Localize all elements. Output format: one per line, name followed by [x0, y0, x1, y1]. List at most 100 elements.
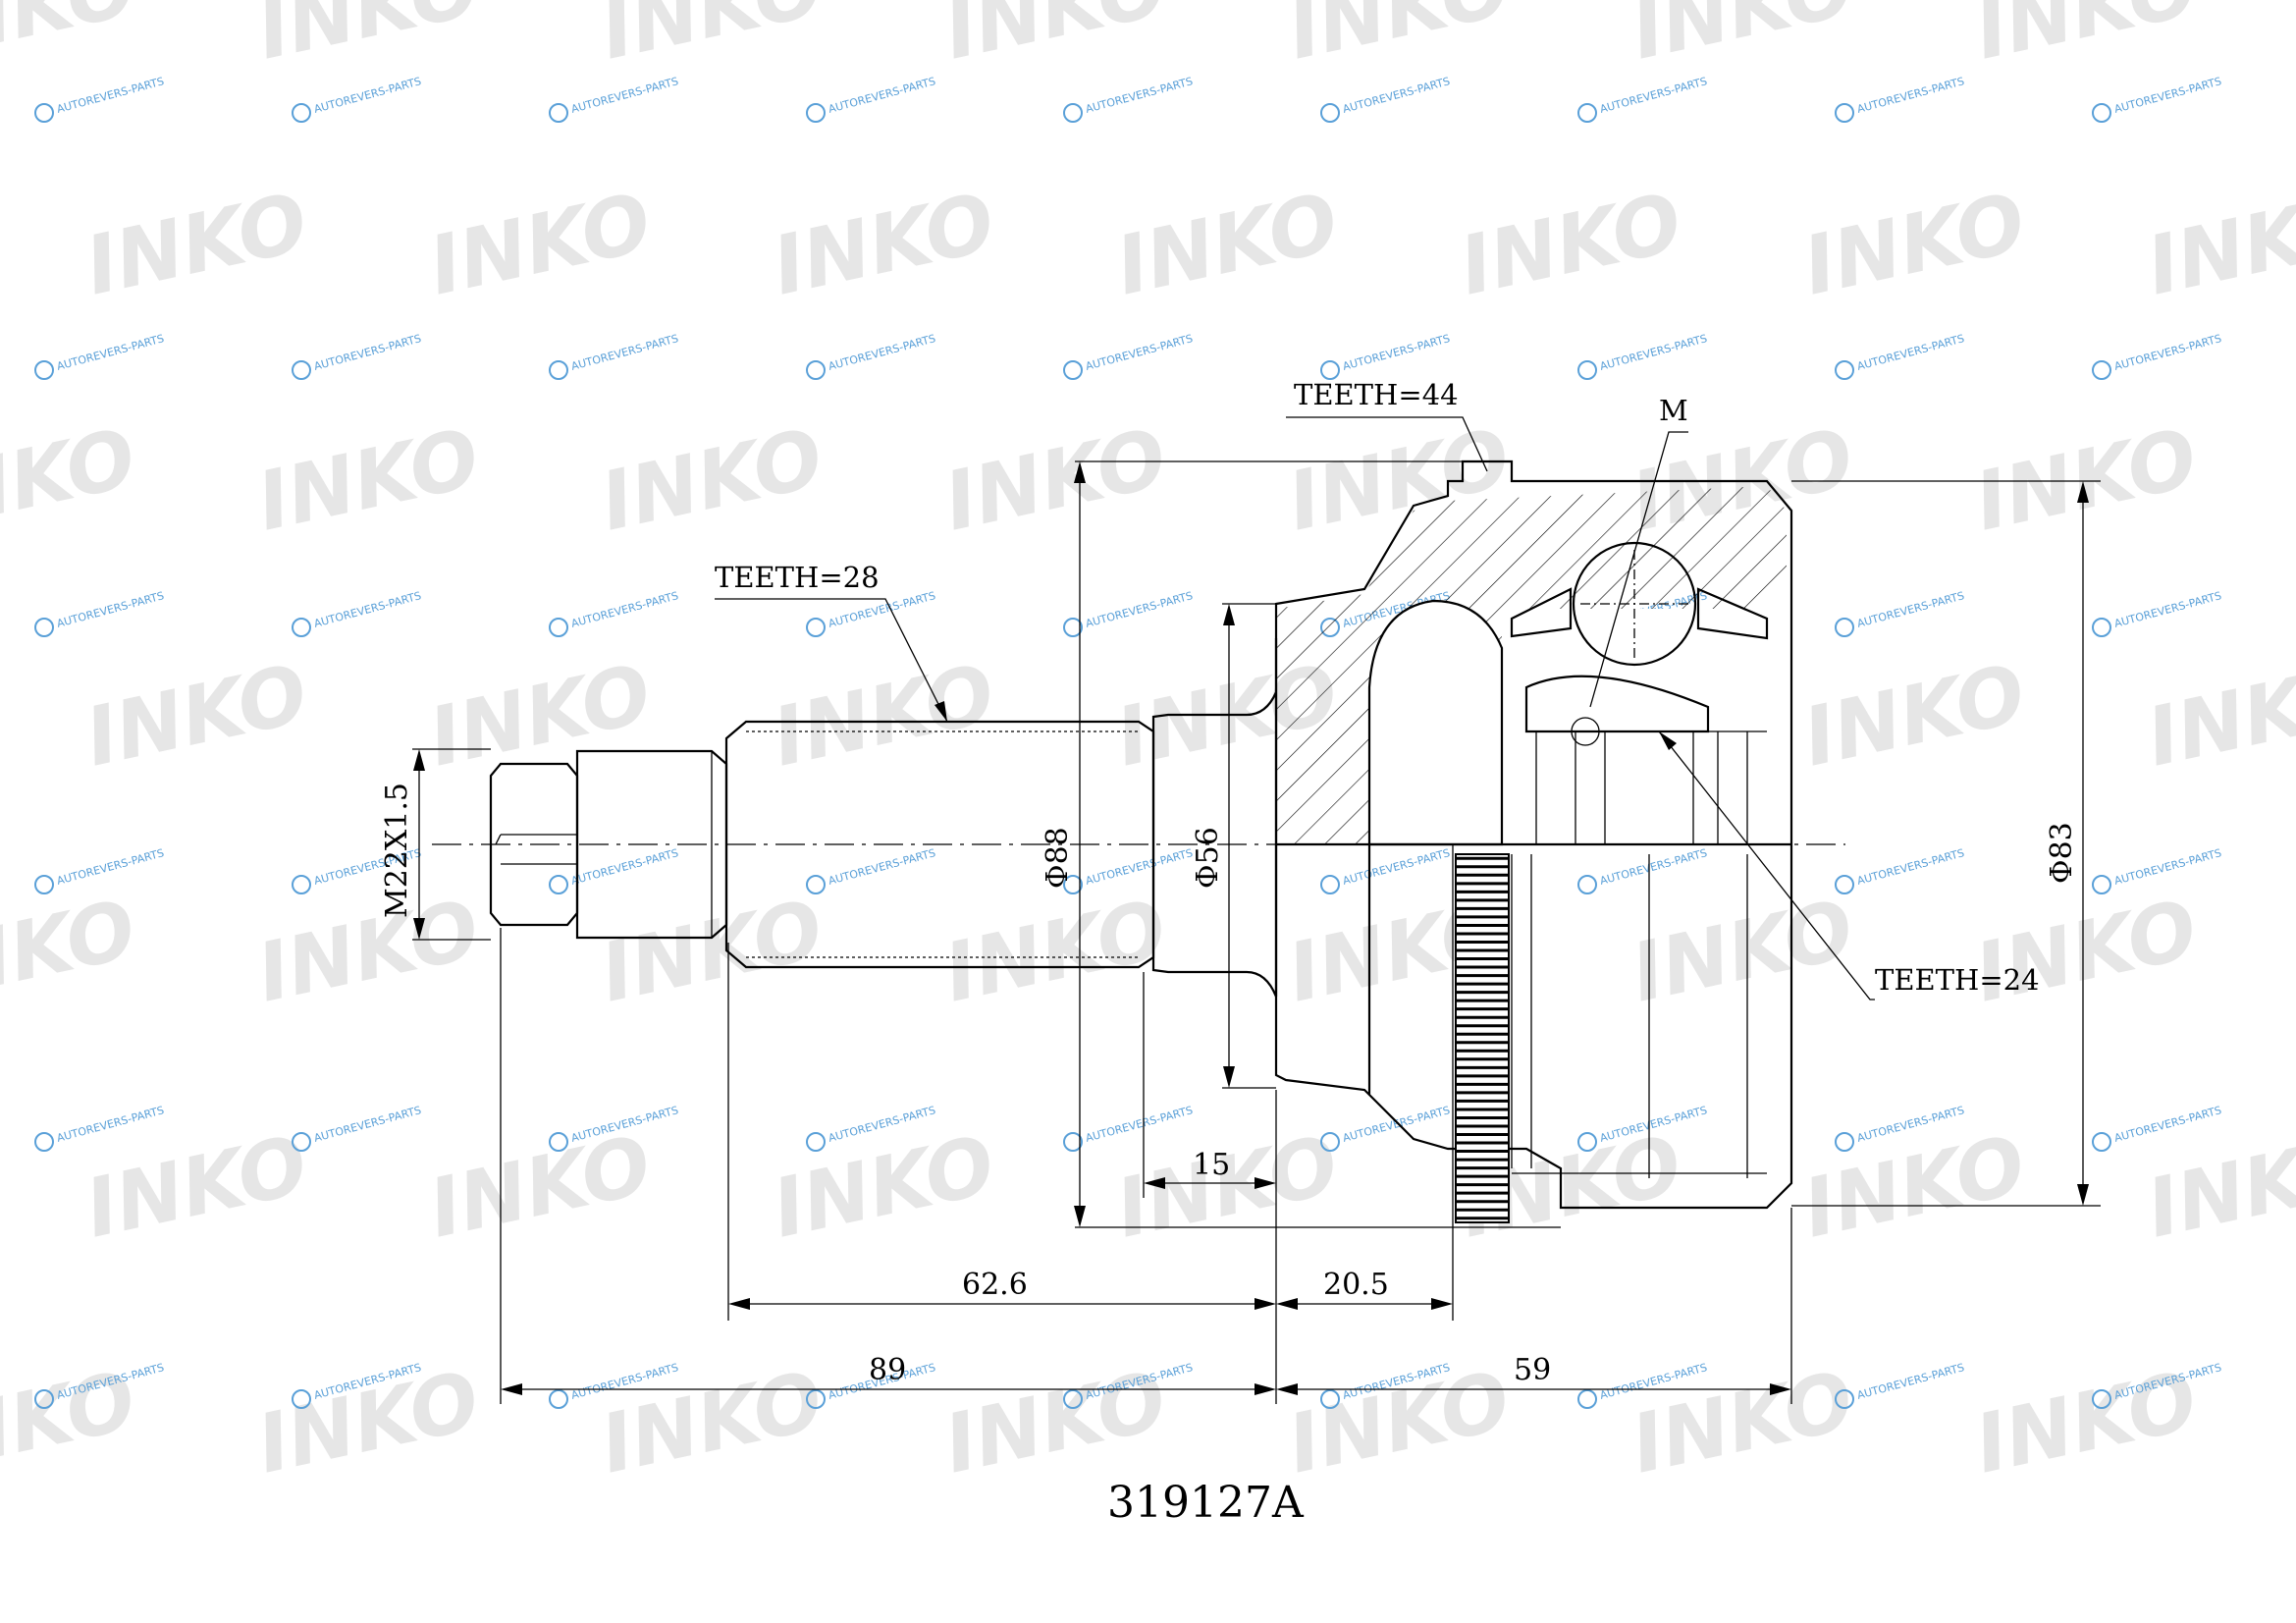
autorevers-logo-icon	[1063, 875, 1083, 894]
watermark-brand: INKO	[936, 883, 1174, 1020]
watermark-site: AUTOREVERS-PARTS	[806, 846, 937, 894]
autorevers-logo-icon	[292, 618, 311, 637]
inner-race	[1524, 675, 1710, 733]
watermark-site: AUTOREVERS-PARTS	[549, 332, 680, 380]
autorevers-logo-icon	[1835, 360, 1854, 380]
watermark-site: AUTOREVERS-PARTS	[549, 75, 680, 123]
watermark-site: AUTOREVERS-PARTS	[1063, 1104, 1195, 1152]
autorevers-logo-icon	[549, 360, 568, 380]
svg-text:AUTOREVERS-PARTS: AUTOREVERS-PARTS	[1341, 332, 1451, 373]
watermark-site: AUTOREVERS-PARTS	[34, 1104, 166, 1152]
watermark-site: AUTOREVERS-PARTS	[34, 75, 166, 123]
watermark-site: AUTOREVERS-PARTS	[292, 332, 423, 380]
svg-text:AUTOREVERS-PARTS: AUTOREVERS-PARTS	[827, 332, 936, 373]
watermark-site: AUTOREVERS-PARTS	[1577, 332, 1709, 380]
autorevers-logo-icon	[1320, 1132, 1340, 1152]
autorevers-logo-icon	[806, 103, 826, 123]
watermark-brand: INKO	[1967, 0, 2205, 79]
autorevers-logo-icon	[1577, 103, 1597, 123]
svg-text:AUTOREVERS-PARTS: AUTOREVERS-PARTS	[1084, 1104, 1194, 1145]
watermark-brand: INKO	[2139, 1118, 2296, 1256]
abs-tooth-ring	[1455, 853, 1510, 1223]
svg-text:AUTOREVERS-PARTS: AUTOREVERS-PARTS	[1341, 75, 1451, 116]
svg-text:AUTOREVERS-PARTS: AUTOREVERS-PARTS	[312, 75, 422, 116]
svg-text:AUTOREVERS-PARTS: AUTOREVERS-PARTS	[1855, 589, 1965, 630]
watermark-brand: INKO	[421, 1118, 659, 1256]
autorevers-logo-icon	[806, 875, 826, 894]
svg-text:AUTOREVERS-PARTS: AUTOREVERS-PARTS	[55, 589, 165, 630]
teeth-44-label: TEETH=44	[1294, 378, 1459, 411]
watermark-brand: INKO	[1624, 883, 1861, 1020]
autorevers-logo-icon	[2092, 1389, 2111, 1409]
autorevers-logo-icon	[1320, 103, 1340, 123]
svg-text:AUTOREVERS-PARTS: AUTOREVERS-PARTS	[312, 1104, 422, 1145]
autorevers-logo-icon	[1320, 875, 1340, 894]
autorevers-logo-icon	[34, 1132, 54, 1152]
watermark-site: AUTOREVERS-PARTS	[2092, 846, 2223, 894]
svg-text:AUTOREVERS-PARTS: AUTOREVERS-PARTS	[1855, 332, 1965, 373]
svg-text:AUTOREVERS-PARTS: AUTOREVERS-PARTS	[827, 589, 936, 630]
autorevers-logo-icon	[1063, 360, 1083, 380]
autorevers-logo-icon	[549, 618, 568, 637]
dim-20-5-label: 20.5	[1323, 1268, 1389, 1302]
dim-59-label: 59	[1514, 1353, 1551, 1387]
outer-housing	[1274, 460, 1793, 1210]
watermark-brand: INKO	[593, 0, 830, 79]
autorevers-logo-icon	[2092, 618, 2111, 637]
svg-text:AUTOREVERS-PARTS: AUTOREVERS-PARTS	[1598, 332, 1708, 373]
watermark-site: AUTOREVERS-PARTS	[1063, 75, 1195, 123]
teeth-28-label: TEETH=28	[715, 561, 880, 594]
autorevers-logo-icon	[1577, 875, 1597, 894]
svg-text:AUTOREVERS-PARTS: AUTOREVERS-PARTS	[2112, 75, 2222, 116]
thread-label: M22X1.5	[380, 783, 414, 918]
watermark-site: AUTOREVERS-PARTS	[292, 589, 423, 637]
svg-text:AUTOREVERS-PARTS: AUTOREVERS-PARTS	[827, 75, 936, 116]
svg-text:AUTOREVERS-PARTS: AUTOREVERS-PARTS	[2112, 846, 2222, 888]
watermark-brand: INKO	[249, 883, 487, 1020]
svg-text:AUTOREVERS-PARTS: AUTOREVERS-PARTS	[1084, 75, 1194, 116]
part-number: 319127A	[1107, 1478, 1305, 1528]
svg-text:AUTOREVERS-PARTS: AUTOREVERS-PARTS	[2112, 1104, 2222, 1145]
watermark-brand: INKO	[1795, 1118, 2033, 1256]
autorevers-logo-icon	[1835, 618, 1854, 637]
watermark-brand: INKO	[1795, 176, 2033, 313]
watermark-brand: INKO	[765, 1118, 1002, 1256]
watermark-brand: INKO	[1795, 647, 2033, 784]
watermark-brand: INKO	[249, 0, 487, 79]
thread-end	[489, 762, 579, 927]
watermark-site: AUTOREVERS-PARTS	[549, 846, 680, 894]
svg-text:AUTOREVERS-PARTS: AUTOREVERS-PARTS	[312, 332, 422, 373]
labels: TEETH=28 TEETH=44 M TEETH=24 M22X1.5 Φ88…	[380, 378, 2079, 1528]
svg-text:AUTOREVERS-PARTS: AUTOREVERS-PARTS	[55, 75, 165, 116]
dimensions	[412, 416, 2101, 1404]
watermark-site: AUTOREVERS-PARTS	[34, 589, 166, 637]
autorevers-logo-icon	[292, 1389, 311, 1409]
autorevers-logo-icon	[549, 875, 568, 894]
svg-text:AUTOREVERS-PARTS: AUTOREVERS-PARTS	[1084, 589, 1194, 630]
autorevers-logo-icon	[1577, 1132, 1597, 1152]
autorevers-logo-icon	[1577, 360, 1597, 380]
watermark-site: AUTOREVERS-PARTS	[2092, 332, 2223, 380]
autorevers-logo-icon	[34, 618, 54, 637]
dia-83-label: Φ83	[2045, 822, 2079, 884]
watermark-site: AUTOREVERS-PARTS	[34, 846, 166, 894]
watermark-brand: INKO	[421, 176, 659, 313]
watermark-brand: INKO	[1624, 0, 1861, 79]
watermark-site: AUTOREVERS-PARTS	[1835, 75, 1966, 123]
autorevers-logo-icon	[1063, 103, 1083, 123]
watermark-site: AUTOREVERS-PARTS	[292, 1104, 423, 1152]
autorevers-logo-icon	[1835, 103, 1854, 123]
watermark-site: AUTOREVERS-PARTS	[1577, 846, 1709, 894]
autorevers-logo-icon	[806, 1389, 826, 1409]
watermark-site: AUTOREVERS-PARTS	[806, 75, 937, 123]
dim-62-6-label: 62.6	[962, 1268, 1028, 1302]
autorevers-logo-icon	[1320, 1389, 1340, 1409]
watermark-brand: INKO	[1108, 176, 1346, 313]
dim-15-label: 15	[1193, 1148, 1230, 1182]
svg-text:AUTOREVERS-PARTS: AUTOREVERS-PARTS	[1341, 1104, 1451, 1145]
watermark-brand: INKO	[78, 1118, 315, 1256]
autorevers-logo-icon	[549, 1132, 568, 1152]
svg-text:AUTOREVERS-PARTS: AUTOREVERS-PARTS	[55, 332, 165, 373]
watermark-site: AUTOREVERS-PARTS	[292, 75, 423, 123]
